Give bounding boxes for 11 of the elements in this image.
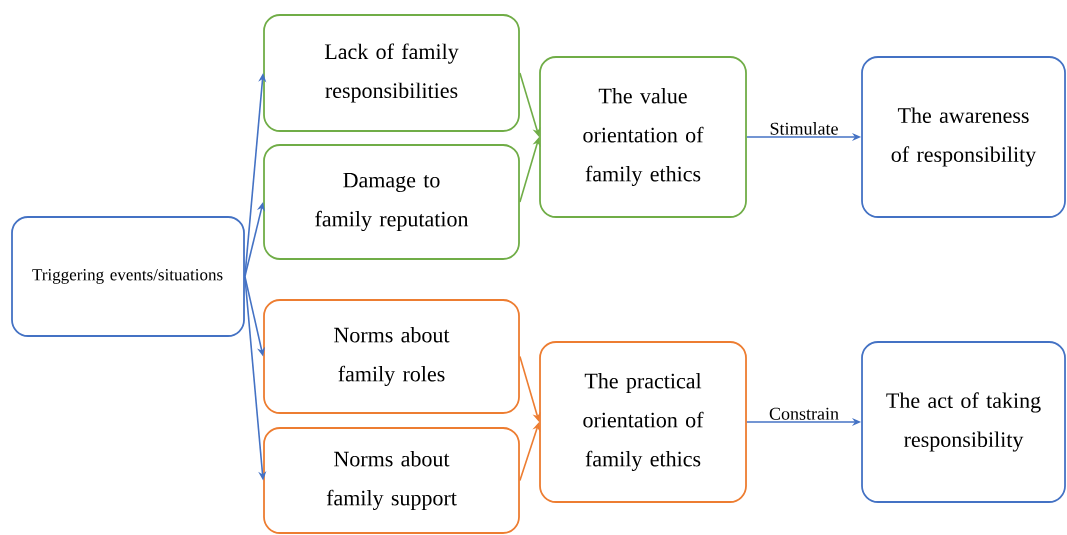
process-box: Norms about family roles: [263, 299, 520, 414]
process-box: The practical orientation of family ethics: [539, 341, 747, 503]
process-box: The awareness of responsibility: [861, 56, 1066, 218]
process-box: Lack of family responsibilities: [263, 14, 520, 132]
edge-label: Constrain: [768, 406, 840, 421]
process-box: Damage to family reputation: [263, 144, 520, 260]
trigger-box: Triggering events/situations: [11, 216, 245, 337]
edge-label: Stimulate: [768, 121, 840, 136]
process-box: The value orientation of family ethics: [539, 56, 747, 218]
process-box: Norms about family support: [263, 427, 520, 534]
process-box: The act of taking responsibility: [861, 341, 1066, 503]
